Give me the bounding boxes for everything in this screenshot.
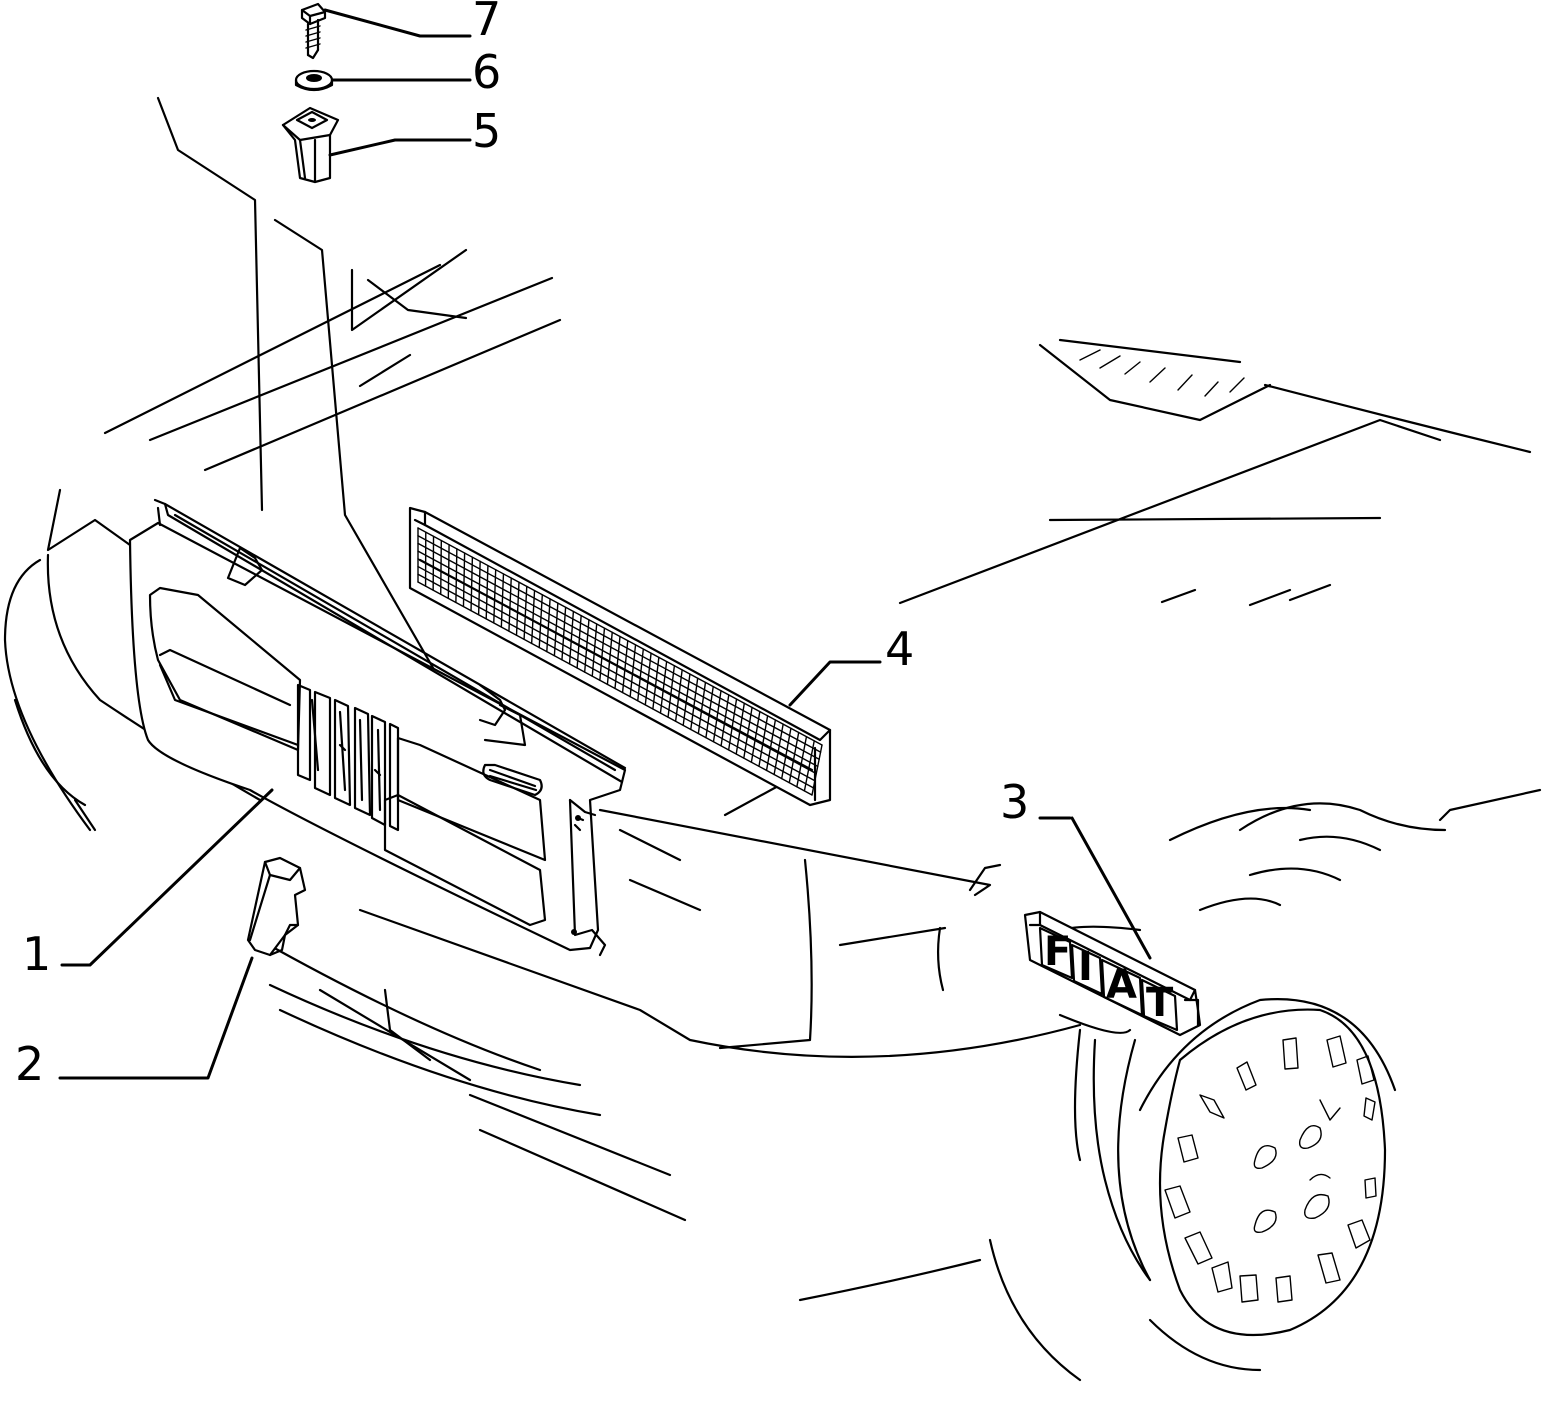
badge-letter: T bbox=[1146, 980, 1174, 1026]
mesh-line bbox=[780, 727, 792, 780]
mesh-line bbox=[561, 606, 567, 661]
callout-3: 3 bbox=[1000, 775, 1029, 829]
mesh-line bbox=[417, 550, 819, 768]
part-3-fiat-badge: F I A T bbox=[1023, 910, 1202, 1037]
mesh-line bbox=[447, 543, 450, 600]
part-5-nut-retainer bbox=[281, 106, 340, 184]
part-6-washer bbox=[294, 69, 334, 92]
mesh-line bbox=[417, 581, 813, 796]
mesh-line bbox=[546, 598, 551, 653]
callout-6: 6 bbox=[472, 45, 501, 99]
mesh-line bbox=[417, 565, 816, 782]
mesh-line bbox=[803, 740, 815, 792]
callout-labels: 7 6 5 4 3 1 2 bbox=[15, 0, 1029, 1091]
mesh-line bbox=[758, 715, 769, 768]
badge-letter: A bbox=[1106, 962, 1137, 1008]
mesh-line bbox=[417, 527, 823, 746]
leader-lines bbox=[58, 8, 1152, 1080]
mesh-line bbox=[515, 581, 520, 636]
mesh-line bbox=[470, 556, 474, 612]
mesh-line bbox=[629, 644, 637, 698]
mesh-line bbox=[553, 602, 559, 657]
callout-1: 1 bbox=[22, 927, 51, 981]
mesh-line bbox=[659, 660, 668, 714]
mesh-line bbox=[538, 594, 544, 649]
callout-2: 2 bbox=[15, 1037, 44, 1091]
mesh-line bbox=[773, 723, 784, 776]
mesh-line bbox=[743, 706, 753, 759]
mesh-line bbox=[568, 610, 575, 665]
mesh-line bbox=[462, 552, 466, 608]
mesh-line bbox=[652, 656, 660, 710]
callout-5: 5 bbox=[472, 104, 501, 158]
mesh-line bbox=[508, 577, 512, 632]
badge-letter: F bbox=[1044, 929, 1071, 975]
mesh-line bbox=[583, 619, 590, 673]
mesh-line bbox=[523, 585, 528, 641]
mesh-line bbox=[712, 690, 722, 743]
part-2-clip bbox=[246, 856, 307, 957]
mesh-line bbox=[697, 681, 707, 735]
mesh-line bbox=[417, 573, 815, 789]
car-body-outline bbox=[3, 96, 1542, 1382]
wheel-hubcap bbox=[1138, 998, 1397, 1372]
mesh-line bbox=[576, 614, 582, 669]
mesh-line bbox=[485, 564, 489, 620]
mesh-line bbox=[644, 652, 652, 706]
badge-letter: I bbox=[1078, 944, 1093, 990]
mesh-line bbox=[796, 735, 808, 788]
mesh-line bbox=[667, 665, 676, 718]
mesh-line bbox=[765, 719, 777, 772]
mesh-line bbox=[750, 710, 761, 763]
mesh-line bbox=[417, 542, 820, 760]
mesh-line bbox=[500, 573, 505, 628]
mesh-line bbox=[735, 702, 746, 755]
mesh-pattern bbox=[417, 527, 823, 796]
mesh-line bbox=[720, 694, 730, 747]
mesh-line bbox=[788, 731, 800, 784]
mesh-line bbox=[705, 685, 714, 739]
mesh-line bbox=[614, 635, 621, 690]
part-1-grille-frame bbox=[128, 498, 627, 957]
callout-7: 7 bbox=[472, 0, 501, 46]
mesh-line bbox=[811, 744, 823, 796]
mesh-line bbox=[682, 673, 691, 727]
mesh-line bbox=[440, 539, 443, 595]
mesh-line bbox=[530, 589, 536, 645]
mesh-line bbox=[477, 560, 481, 616]
mesh-line bbox=[606, 631, 613, 686]
mesh-line bbox=[674, 669, 683, 722]
mesh-line bbox=[591, 623, 598, 677]
mesh-line bbox=[621, 639, 629, 694]
callout-4: 4 bbox=[885, 622, 914, 676]
part-7-screw bbox=[300, 2, 327, 60]
mesh-line bbox=[493, 569, 497, 624]
mesh-line bbox=[417, 535, 822, 753]
mesh-line bbox=[690, 677, 699, 731]
mesh-line bbox=[637, 648, 645, 702]
mesh-line bbox=[599, 627, 606, 682]
mesh-line bbox=[727, 698, 738, 751]
mesh-line bbox=[455, 548, 458, 604]
part-4-mesh-insert bbox=[408, 506, 832, 807]
